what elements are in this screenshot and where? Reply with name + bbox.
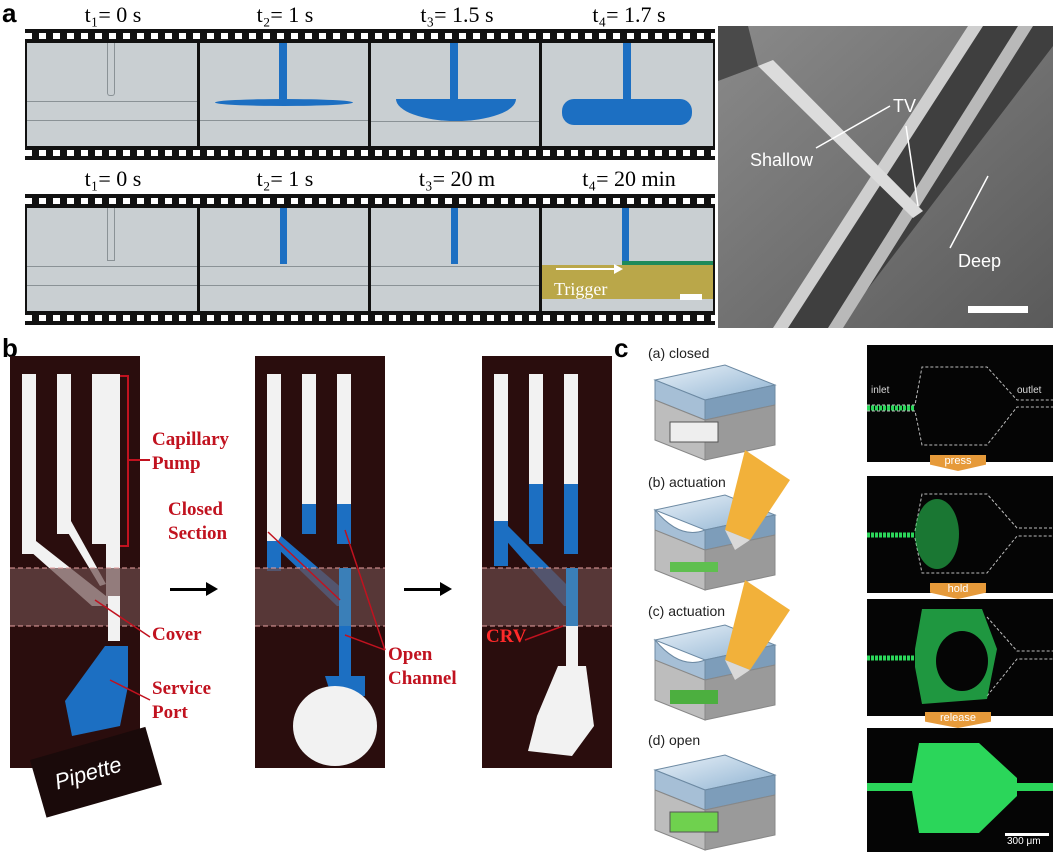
valve-diagrams (653, 364, 790, 851)
press-arrow: press (930, 455, 986, 471)
release-arrow: release (925, 712, 991, 728)
scale-bar (680, 294, 702, 300)
release-label: release (939, 712, 977, 724)
panel-b-letter: b (2, 333, 18, 363)
time-label: t₁= 0 s (84, 166, 142, 191)
sem-label-shallow: Shallow (750, 150, 814, 170)
outlet-label: outlet (1017, 385, 1042, 396)
sem-label-deep: Deep (958, 251, 1002, 271)
time-label: t₃= 1.5 s (420, 2, 494, 27)
frame-row2-t1 (27, 208, 197, 311)
scale-bar-label: 300 μm (1007, 836, 1041, 847)
time-label: t₂= 1 s (256, 166, 314, 191)
service-port-label: Service Port (152, 678, 212, 723)
panel-c-letter: c (614, 333, 629, 363)
time-label: t₃= 20 m (418, 166, 496, 191)
time-label: t₁= 0 s (84, 2, 142, 27)
right-arrow-icon (170, 588, 210, 591)
frame-row2-t2 (200, 208, 368, 311)
hold-arrow: hold (930, 583, 986, 599)
panel-a-letter: a (2, 0, 17, 28)
fluor-hold (867, 599, 1053, 716)
filmstrip-row-1 (25, 29, 715, 160)
state-label: (b) actuation (648, 474, 726, 490)
inlet-label: inlet (871, 385, 890, 396)
cover-label: Cover (152, 624, 202, 645)
filmstrip-row-2: Trigger (25, 194, 715, 325)
chip-filling (255, 356, 385, 768)
open-channel-label: Open Channel (388, 644, 457, 689)
fluor-press (867, 476, 1053, 593)
crv-label: CRV (486, 626, 527, 647)
right-arrow-icon (556, 268, 616, 270)
state-label: (c) actuation (648, 603, 726, 619)
fluor-closed: inlet outlet (867, 345, 1053, 462)
frame-row2-t3 (371, 208, 539, 311)
frame-row2-t4: Trigger (542, 208, 713, 311)
frame-row1-t3 (371, 43, 539, 146)
chip-crv (482, 356, 612, 768)
frame-row1-t1 (27, 43, 197, 146)
frame-row1-t4 (542, 43, 713, 146)
state-label: (a) closed (648, 345, 710, 361)
sem-image: TV Shallow Deep (718, 26, 1053, 328)
time-label: t₄= 1.7 s (592, 2, 666, 27)
closed-section-label: Closed Section (168, 499, 228, 544)
state-label: (d) open (648, 732, 701, 748)
frame-row1-t2 (200, 43, 368, 146)
time-label: t₂= 1 s (256, 2, 314, 27)
hold-label: hold (947, 583, 969, 595)
capillary-pump-label: Capillary Pump (152, 429, 230, 474)
time-label: t₄= 20 min (582, 166, 676, 191)
fluor-release: 300 μm (867, 728, 1053, 852)
press-label: press (944, 455, 972, 467)
sem-label-tv: TV (893, 96, 917, 116)
trigger-label: Trigger (554, 279, 608, 299)
right-arrow-icon (404, 588, 444, 591)
